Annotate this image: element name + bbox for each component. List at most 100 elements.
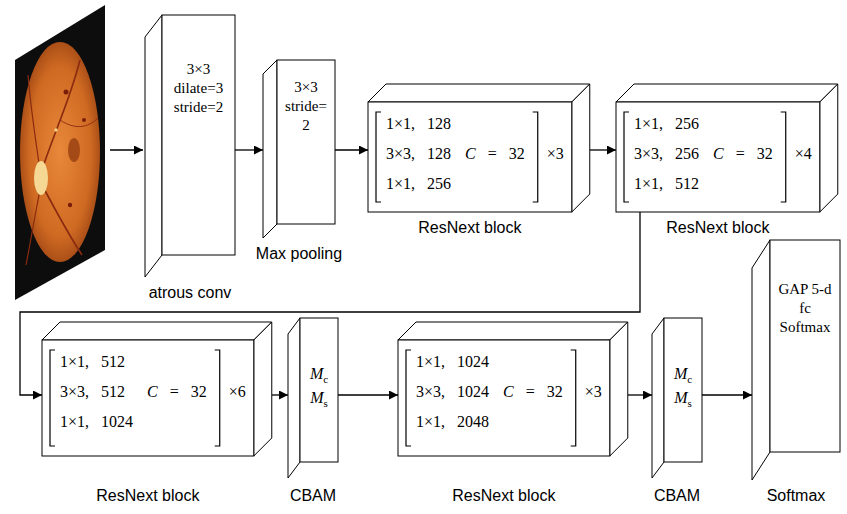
layer-spec: 3×3, 512 — [60, 382, 125, 402]
block-side-face — [820, 84, 838, 212]
layer-label: ResNext block — [452, 486, 555, 506]
cardinality: C = 32 — [465, 144, 525, 164]
layer-spec: 3×3, 128 — [386, 144, 451, 164]
panel-side-face — [145, 15, 162, 277]
flow-arrow — [702, 394, 752, 395]
symbol-letter: M — [310, 389, 323, 406]
symbol-subscript: c — [323, 373, 328, 385]
attention-map: Ms — [310, 388, 328, 411]
symbol-value: = 32 — [158, 383, 207, 400]
symbol-value: = 32 — [724, 145, 773, 162]
attention-map: Mc — [310, 364, 328, 387]
symbol-letter: M — [310, 365, 323, 382]
layer-label: Softmax — [767, 486, 826, 506]
layer-label: atrous conv — [149, 283, 232, 303]
blood-vessel — [26, 190, 40, 265]
symbol-letter: M — [674, 389, 687, 406]
block-top-face — [368, 84, 590, 102]
layer-spec: 1×1, 512 — [634, 174, 699, 194]
layer-spec: 1×1, 512 — [60, 352, 125, 372]
retina-photo — [20, 42, 100, 265]
symbol-subscript: s — [688, 397, 692, 409]
classifier-layer: GAP 5-d fc SoftmaxSoftmax — [752, 240, 840, 480]
exudate-spot — [54, 128, 58, 132]
fovea — [68, 138, 80, 162]
repeat-count: ×6 — [229, 382, 246, 402]
flow-arrow — [272, 394, 288, 395]
flow-arrow — [590, 149, 616, 150]
matrix-bracket — [781, 112, 786, 202]
flow-arrow — [235, 149, 263, 150]
optic-disc — [34, 161, 48, 195]
attention-map: Ms — [674, 388, 692, 411]
panel-outline — [752, 240, 840, 480]
panel-side-face — [752, 240, 770, 480]
panel-front-face — [162, 15, 235, 255]
conv-layer: 3×3 dilate=3 stride=2atrous conv — [145, 15, 235, 277]
resnext-block: 1×1, 2563×3, 2561×1, 512C = 32×4ResNext … — [616, 84, 838, 212]
lesion-spot — [64, 90, 69, 95]
symbol-letter: C — [147, 383, 158, 400]
matrix-bracket — [533, 112, 538, 202]
repeat-count: ×3 — [585, 382, 602, 402]
blood-vessel — [28, 75, 40, 170]
block-top-face — [398, 322, 628, 340]
panel-front-face — [770, 240, 840, 452]
resnext-block: 1×1, 5123×3, 5121×1, 1024C = 32×6ResNext… — [42, 322, 272, 456]
attention-module: McMsCBAM — [288, 318, 338, 478]
symbol-letter: M — [674, 365, 687, 382]
lesion-spot — [68, 203, 72, 207]
block-front-face — [368, 102, 572, 212]
symbol-letter: C — [465, 145, 476, 162]
panel-front-face — [664, 318, 702, 462]
flow-arrow — [338, 394, 398, 395]
panel-front-face — [277, 60, 335, 224]
retina-disc — [20, 42, 100, 262]
panel-side-face — [288, 318, 300, 478]
layer-label: Max pooling — [256, 244, 342, 264]
panel-front-face — [300, 318, 338, 462]
cardinality: C = 32 — [147, 382, 207, 402]
block-top-face — [616, 84, 838, 102]
panel-outline — [145, 15, 235, 277]
block-side-face — [572, 84, 590, 212]
matrix-bracket — [571, 350, 576, 446]
layer-label: CBAM — [290, 486, 336, 506]
symbol-subscript: s — [324, 397, 328, 409]
block-front-face — [616, 102, 820, 212]
attention-map: Mc — [674, 364, 692, 387]
block-top-face — [42, 322, 272, 340]
layer-spec: 1×1, 128 — [386, 114, 451, 134]
blood-vessel — [42, 60, 80, 170]
image-frame — [15, 5, 105, 300]
symbol-subscript: c — [687, 373, 692, 385]
matrix-bracket — [215, 350, 220, 446]
layer-label: ResNext block — [666, 218, 769, 238]
layer-spec: GAP 5-d fc Softmax — [773, 280, 837, 336]
layer-spec: 1×1, 256 — [634, 114, 699, 134]
blood-vessel — [42, 185, 82, 255]
attention-module: McMsCBAM — [652, 318, 702, 478]
resnext-block: 1×1, 1283×3, 1281×1, 256C = 32×3ResNext … — [368, 84, 590, 212]
matrix-bracket — [406, 350, 411, 446]
block-front-face — [42, 340, 254, 456]
panel-side-face — [652, 318, 664, 478]
layer-spec: 1×1, 256 — [386, 174, 451, 194]
layer-label: CBAM — [654, 486, 700, 506]
layer-spec: 1×1, 1024 — [60, 412, 133, 432]
layer-label: ResNext block — [96, 486, 199, 506]
layer-label: ResNext block — [418, 218, 521, 238]
matrix-bracket — [50, 350, 55, 446]
block-front-face — [398, 340, 610, 456]
repeat-count: ×3 — [547, 144, 564, 164]
matrix-bracket — [624, 112, 629, 202]
layer-spec: 3×3 dilate=3 stride=2 — [167, 60, 231, 116]
flow-arrow — [335, 149, 368, 150]
cardinality: C = 32 — [503, 382, 563, 402]
symbol-value: = 32 — [514, 383, 563, 400]
block-side-face — [610, 322, 628, 456]
symbol-letter: C — [713, 145, 724, 162]
symbol-value: = 32 — [476, 145, 525, 162]
symbol-letter: C — [503, 383, 514, 400]
matrix-bracket — [376, 112, 381, 202]
